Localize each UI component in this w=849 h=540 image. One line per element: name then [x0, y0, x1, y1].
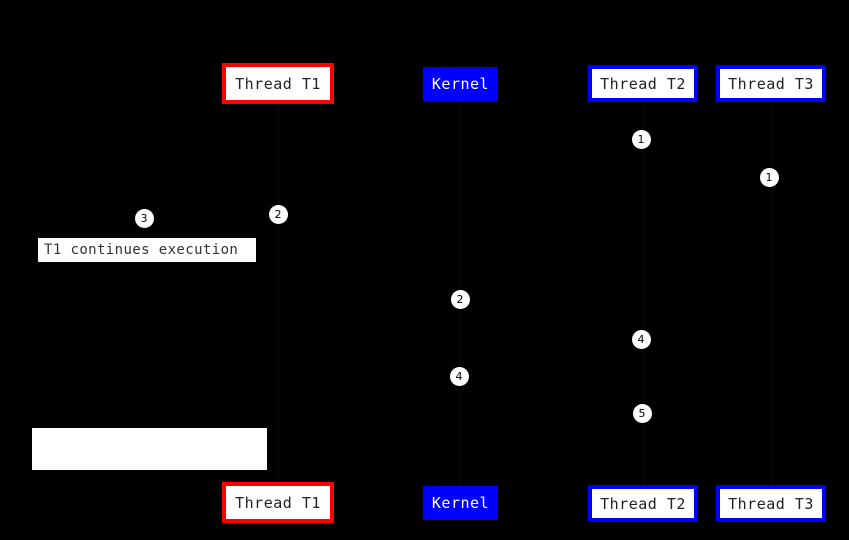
- participant-top-thread-t1[interactable]: Thread T1: [222, 63, 334, 104]
- participant-label-top-thread-t2: Thread T2: [600, 74, 686, 93]
- participant-top-thread-t3[interactable]: Thread T3: [716, 65, 826, 102]
- step-marker-4: 4: [631, 329, 651, 349]
- participant-top-kernel[interactable]: Kernel: [423, 67, 498, 101]
- lifeline-4: [771, 102, 772, 485]
- step-marker-3: 3: [134, 208, 154, 228]
- note-blank: [32, 428, 267, 470]
- step-marker-1: 1: [759, 167, 779, 187]
- participant-label-top-kernel: Kernel: [431, 75, 490, 93]
- note-t1-continues-execution: T1 continues execution: [37, 237, 257, 263]
- step-marker-1: 1: [631, 129, 651, 149]
- participant-bottom-kernel[interactable]: Kernel: [423, 486, 498, 520]
- participant-label-top-thread-t3: Thread T3: [728, 74, 814, 93]
- step-marker-2: 2: [450, 289, 470, 309]
- participant-label-bottom-thread-t3: Thread T3: [728, 494, 814, 513]
- step-marker-4: 4: [449, 366, 469, 386]
- participant-bottom-thread-t2[interactable]: Thread T2: [588, 485, 698, 522]
- participant-bottom-thread-t1[interactable]: Thread T1: [222, 482, 334, 523]
- lifeline-3: [643, 102, 644, 485]
- step-marker-2: 2: [268, 204, 288, 224]
- participant-bottom-thread-t3[interactable]: Thread T3: [716, 485, 826, 522]
- participant-label-bottom-thread-t2: Thread T2: [600, 494, 686, 513]
- step-marker-5: 5: [632, 403, 652, 423]
- participant-label-top-thread-t1: Thread T1: [235, 74, 321, 93]
- participant-top-thread-t2[interactable]: Thread T2: [588, 65, 698, 102]
- participant-label-bottom-thread-t1: Thread T1: [235, 493, 321, 512]
- note-label-1: T1 continues execution: [44, 242, 239, 258]
- participant-label-bottom-kernel: Kernel: [431, 494, 490, 512]
- lifeline-1: [278, 104, 279, 482]
